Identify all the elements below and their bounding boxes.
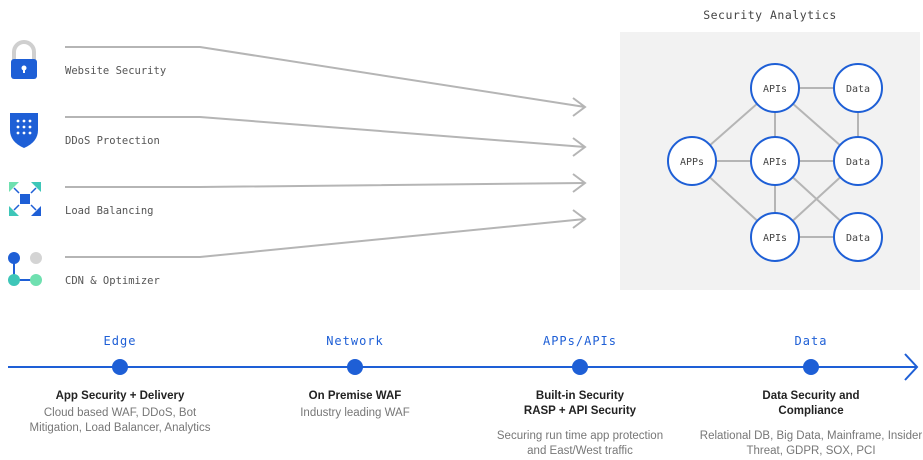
source-label-website-security: Website Security (65, 65, 166, 77)
stage-title-network: On Premise WAF (308, 390, 402, 402)
stage-heading-network: Network (326, 334, 384, 348)
connector-load-balancing (65, 182, 586, 188)
stage-description-edge: Cloud based WAF, DDoS, Bot Mitigation, L… (29, 407, 211, 434)
arrowhead (572, 173, 587, 193)
node-data-mid (833, 136, 883, 186)
node-data-bot (833, 212, 883, 262)
lock-icon (11, 40, 37, 79)
source-label-load-balancing: Load Balancing (65, 205, 154, 217)
stage-card-data: Data Security and Compliance Relational … (699, 389, 923, 459)
stage-description-network: Industry leading WAF (300, 407, 410, 419)
network-nodes (667, 63, 883, 262)
node-data-top (833, 63, 883, 113)
stage-title-edge: App Security + Delivery (55, 390, 185, 402)
arrowheads (572, 97, 587, 229)
stage-card-network: On Premise WAF Industry leading WAF (255, 389, 455, 421)
stage-description-data: Relational DB, Big Data, Mainframe, Insi… (699, 430, 923, 457)
stage-card-edge: App Security + Delivery Cloud based WAF,… (10, 389, 230, 436)
shield-icon (10, 113, 38, 148)
arrowhead (572, 97, 587, 117)
stage-heading-data: Data (794, 334, 828, 348)
stage-heading-edge: Edge (103, 334, 137, 348)
connector-cdn-optimizer (65, 218, 586, 258)
node-label-data-mid: Data (846, 157, 870, 168)
timeline-markers (112, 359, 819, 375)
timeline-marker-edge (112, 359, 128, 375)
node-apis-bot (750, 212, 800, 262)
node-label-data-bot: Data (846, 233, 870, 244)
network-dots-icon (8, 252, 42, 286)
node-apis-top (750, 63, 800, 113)
analytics-panel-title: Security Analytics (703, 8, 837, 22)
timeline-marker-data (803, 359, 819, 375)
stage-heading-apps-apis: APPs/APIs (542, 334, 618, 348)
connectors (65, 46, 586, 258)
stage-card-apps-apis: Built-in Security RASP + API Security Se… (480, 389, 680, 459)
node-apps (667, 136, 717, 186)
node-apis-mid (750, 136, 800, 186)
source-label-ddos-protection: DDoS Protection (65, 135, 160, 147)
stage-title-data: Data Security and Compliance (762, 390, 860, 417)
timeline-arrowhead (904, 353, 919, 381)
node-label-data-top: Data (846, 84, 870, 95)
node-label-apps: APPs (680, 157, 704, 168)
arrows-icon (9, 182, 41, 216)
connector-ddos-protection (65, 116, 586, 148)
stage-title-apps-apis: Built-in Security RASP + API Security (523, 390, 637, 417)
stage-description-apps-apis: Securing run time app protection and Eas… (496, 430, 664, 457)
node-label-apis-top: APIs (763, 84, 787, 95)
timeline-marker-network (347, 359, 363, 375)
source-label-cdn-optimizer: CDN & Optimizer (65, 275, 160, 287)
arrowhead (572, 137, 587, 157)
timeline-marker-apps-apis (572, 359, 588, 375)
node-label-apis-bot: APIs (763, 233, 787, 244)
arrowhead (572, 209, 587, 229)
node-label-apis-mid: APIs (763, 157, 787, 168)
connector-website-security (65, 46, 586, 108)
